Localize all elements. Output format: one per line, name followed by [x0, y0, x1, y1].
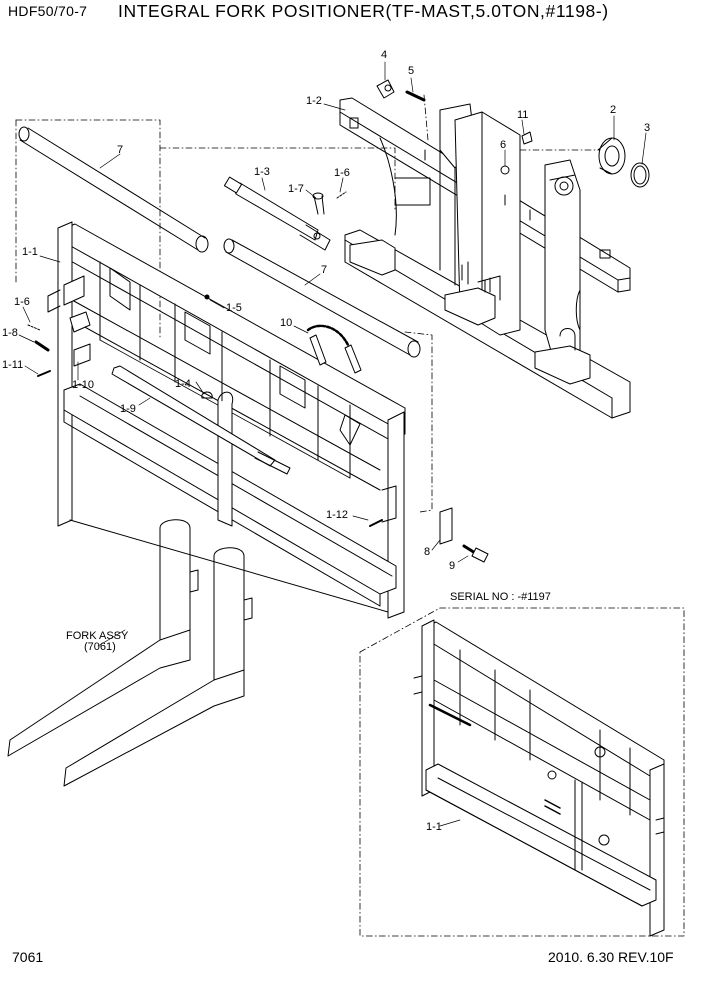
callout-1-1: 1-1: [22, 246, 38, 258]
cylinder-1-9: [111, 365, 291, 475]
inset-serial-label: SERIAL NO : -#1197: [450, 591, 551, 603]
callout-1-6-top: 1-6: [334, 167, 350, 179]
callout-1-4: 1-4: [175, 378, 191, 390]
callout-1-2: 1-2: [306, 95, 322, 107]
callout-3: 3: [644, 122, 650, 134]
callout-5: 5: [408, 65, 414, 77]
chain-10: [306, 324, 362, 374]
assembly-leader-lines: [15, 94, 601, 513]
callout-1-11: 1-11: [2, 359, 23, 371]
callout-2: 2: [610, 104, 616, 116]
callout-labels: 4 5 1-2 11 2 3 6 7 1-3 1-6 1-7 1-1 7 1-6…: [2, 49, 650, 833]
mast-carriage-plate: [339, 97, 631, 419]
fork-assy-label: FORK ASSY (7061): [66, 630, 129, 653]
forks: [7, 519, 253, 787]
shaft-7-lower: [223, 238, 421, 358]
cylinder-1-3: [223, 176, 347, 251]
fork-assy-name: FORK ASSY: [66, 630, 129, 642]
fork-assy-ref: (7061): [84, 641, 116, 653]
callout-8: 8: [424, 546, 430, 558]
frame-small-parts: [27, 275, 213, 399]
shaft-7-upper: [18, 126, 209, 253]
revision-date: 2010. 6.30 REV.10F: [548, 949, 674, 965]
callout-4: 4: [381, 49, 387, 61]
callout-1-3: 1-3: [254, 166, 270, 178]
callout-1-10: 1-10: [72, 379, 94, 391]
stop-pin-and-plate: [369, 507, 489, 563]
callout-9: 9: [449, 560, 455, 572]
callout-7-lower: 7: [321, 264, 327, 276]
callout-1-6-left: 1-6: [14, 296, 30, 308]
mast-fasteners: [376, 79, 533, 175]
callout-6: 6: [500, 139, 506, 151]
callout-1-1-inset: 1-1: [426, 821, 442, 833]
page-number: 7061: [12, 949, 44, 965]
callout-11: 11: [517, 109, 528, 121]
callout-1-8: 1-8: [2, 327, 18, 339]
fork-positioner-frame: [47, 221, 406, 619]
callout-1-12: 1-12: [326, 509, 348, 521]
callout-7-upper: 7: [117, 144, 123, 156]
page-title: INTEGRAL FORK POSITIONER(TF-MAST,5.0TON,…: [118, 1, 609, 21]
callout-10: 10: [280, 317, 292, 329]
callout-1-9: 1-9: [120, 403, 136, 415]
callout-1-7: 1-7: [288, 183, 304, 195]
model-number: HDF50/70-7: [8, 3, 88, 19]
bearing-and-snap-ring: [597, 137, 650, 188]
inset-frame-box: [359, 607, 685, 937]
callout-1-5: 1-5: [226, 302, 242, 314]
callout-leaders: [18, 61, 647, 827]
